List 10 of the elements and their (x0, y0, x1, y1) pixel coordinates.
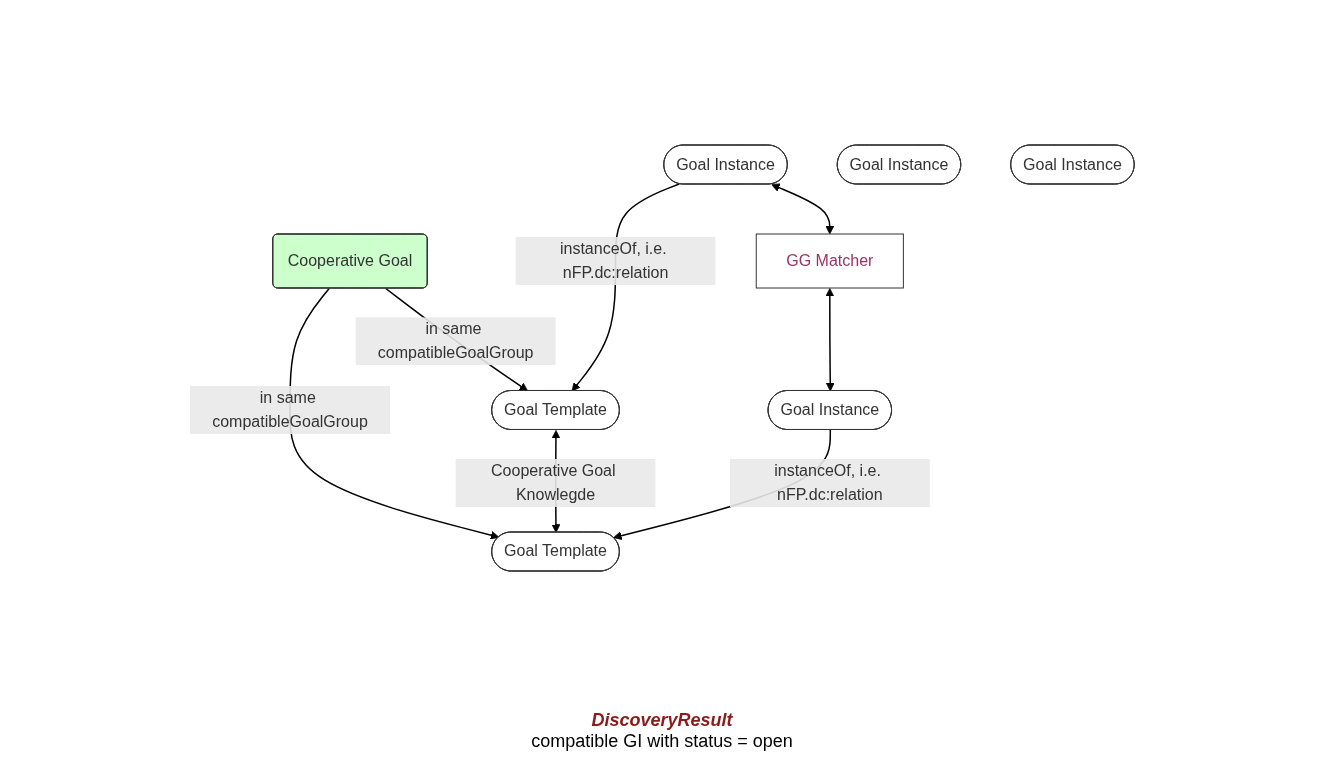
edge-label: instanceOf, i.e. nFP.dc:relation (774, 462, 883, 503)
edge-label: in same compatibleGoalGroup (377, 320, 534, 362)
arrow (771, 183, 835, 235)
edge-label: Cooperative Goal Knowlegde (490, 462, 616, 503)
node-box: GG Matcher (755, 233, 904, 289)
note-text: DiscoveryResult (590, 710, 734, 731)
note-text: compatible GI with status = open (531, 731, 793, 752)
arrow (825, 288, 835, 392)
edge-label: instanceOf, i.e. nFP.dc:relation (559, 240, 669, 281)
edge-label: in same compatibleGoalGroup (212, 389, 368, 430)
